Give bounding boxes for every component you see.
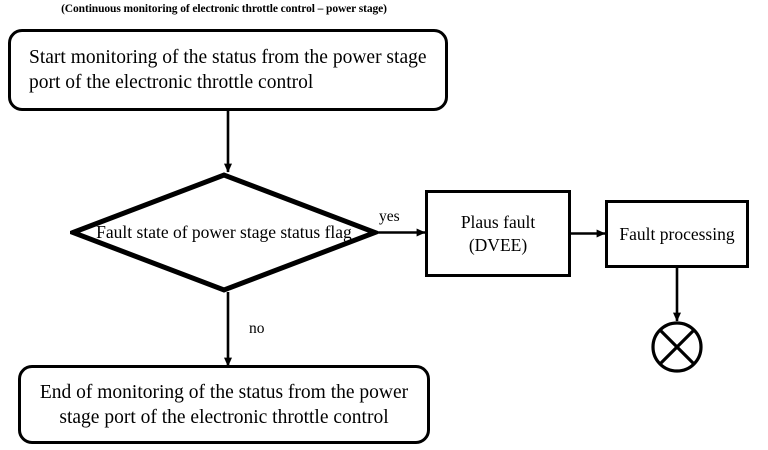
edge-label-yes: yes <box>379 208 400 225</box>
circle-cross-icon <box>651 321 703 373</box>
end-node: End of monitoring of the status from the… <box>18 365 430 444</box>
end-node-label: End of monitoring of the status from the… <box>39 381 409 428</box>
fault-processing-node-label: Fault processing <box>619 223 735 244</box>
start-node-label: Start monitoring of the status from the … <box>29 47 427 93</box>
diagram-caption: (Continuous monitoring of electronic thr… <box>61 3 387 15</box>
plaus-fault-node-label: Plaus fault (DVEE) <box>460 211 536 255</box>
edge-label-no: no <box>249 320 265 337</box>
decision-node: Fault state of power stage status flag <box>70 172 378 293</box>
decision-node-label: Fault state of power stage status flag <box>96 222 352 242</box>
terminator-node <box>650 320 704 374</box>
plaus-fault-node: Plaus fault (DVEE) <box>425 190 571 277</box>
diamond-shape <box>70 172 378 293</box>
fault-processing-node: Fault processing <box>605 200 749 268</box>
start-node: Start monitoring of the status from the … <box>8 29 448 111</box>
